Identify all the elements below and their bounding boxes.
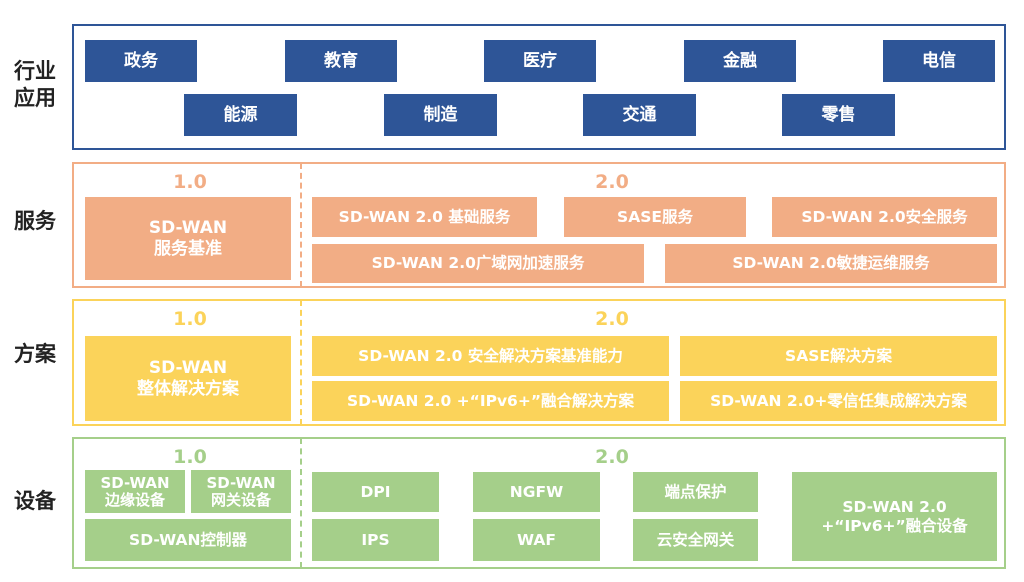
service-sdwan-basic: SD-WAN 2.0 基础服务 <box>312 197 537 237</box>
industry-telecom: 电信 <box>883 40 995 82</box>
solution-row-label: 方案 <box>14 342 56 366</box>
service-sase: SASE服务 <box>564 197 746 237</box>
service-sdwan-baseline-line2: 服务基准 <box>154 238 222 259</box>
device-divider <box>300 438 302 568</box>
service-sdwan-baseline-line1: SD-WAN <box>148 218 228 239</box>
device-ngfw: NGFW <box>473 472 600 512</box>
solution-security-baseline: SD-WAN 2.0 安全解决方案基准能力 <box>312 336 669 376</box>
service-row-label: 服务 <box>14 209 56 233</box>
industry-label-line1: 行业 <box>14 59 56 83</box>
service-panel <box>72 162 1006 288</box>
device-version-1: 1.0 <box>173 446 207 468</box>
industry-panel <box>72 24 1006 150</box>
device-sdwan-edge-line1: SD-WAN <box>100 474 170 492</box>
device-sdwan-gateway: SD-WAN 网关设备 <box>191 470 291 513</box>
service-divider <box>300 163 302 287</box>
industry-retail: 零售 <box>782 94 895 136</box>
device-cloud-security-gateway: 云安全网关 <box>633 519 758 561</box>
solution-sdwan-overall-line1: SD-WAN <box>148 358 228 379</box>
industry-label-line2: 应用 <box>14 86 56 110</box>
industry-healthcare: 医疗 <box>484 40 596 82</box>
solution-version-2: 2.0 <box>595 308 629 330</box>
solution-divider <box>300 300 302 425</box>
device-sdwan-gateway-line2: 网关设备 <box>210 490 271 509</box>
industry-transportation: 交通 <box>583 94 696 136</box>
service-version-1: 1.0 <box>173 171 207 193</box>
device-endpoint-protection: 端点保护 <box>633 472 758 512</box>
device-sdwan-edge: SD-WAN 边缘设备 <box>85 470 185 513</box>
device-row-label: 设备 <box>14 489 56 513</box>
solution-ipv6-fusion: SD-WAN 2.0 +“IPv6+”融合解决方案 <box>312 381 669 421</box>
service-sdwan-wan-acceleration: SD-WAN 2.0广域网加速服务 <box>312 244 644 283</box>
device-sdwan-gateway-line1: SD-WAN <box>206 474 276 492</box>
industry-government: 政务 <box>85 40 197 82</box>
service-sdwan-security: SD-WAN 2.0安全服务 <box>772 197 997 237</box>
device-ips: IPS <box>312 519 439 561</box>
service-sdwan-agile-ops: SD-WAN 2.0敏捷运维服务 <box>665 244 997 283</box>
solution-version-1: 1.0 <box>173 308 207 330</box>
device-version-2: 2.0 <box>595 446 629 468</box>
solution-sdwan-overall-line2: 整体解决方案 <box>137 378 239 399</box>
device-sdwan-edge-line2: 边缘设备 <box>104 490 165 509</box>
device-sdwan-controller: SD-WAN控制器 <box>85 519 291 561</box>
device-panel <box>72 437 1006 569</box>
device-ipv6-fusion-line2: +“IPv6+”融合设备 <box>821 516 968 535</box>
device-dpi: DPI <box>312 472 439 512</box>
service-sdwan-baseline: SD-WAN 服务基准 <box>85 197 291 280</box>
solution-sdwan-overall: SD-WAN 整体解决方案 <box>85 336 291 421</box>
industry-manufacturing: 制造 <box>384 94 497 136</box>
device-ipv6-fusion: SD-WAN 2.0 +“IPv6+”融合设备 <box>792 472 997 561</box>
service-version-2: 2.0 <box>595 171 629 193</box>
industry-education: 教育 <box>285 40 397 82</box>
industry-energy: 能源 <box>184 94 297 136</box>
industry-row-label: 行业 应用 <box>14 58 64 114</box>
device-ipv6-fusion-line1: SD-WAN 2.0 <box>842 497 947 516</box>
industry-finance: 金融 <box>684 40 796 82</box>
device-waf: WAF <box>473 519 600 561</box>
solution-panel <box>72 299 1006 426</box>
solution-sase: SASE解决方案 <box>680 336 997 376</box>
solution-zero-trust: SD-WAN 2.0+零信任集成解决方案 <box>680 381 997 421</box>
